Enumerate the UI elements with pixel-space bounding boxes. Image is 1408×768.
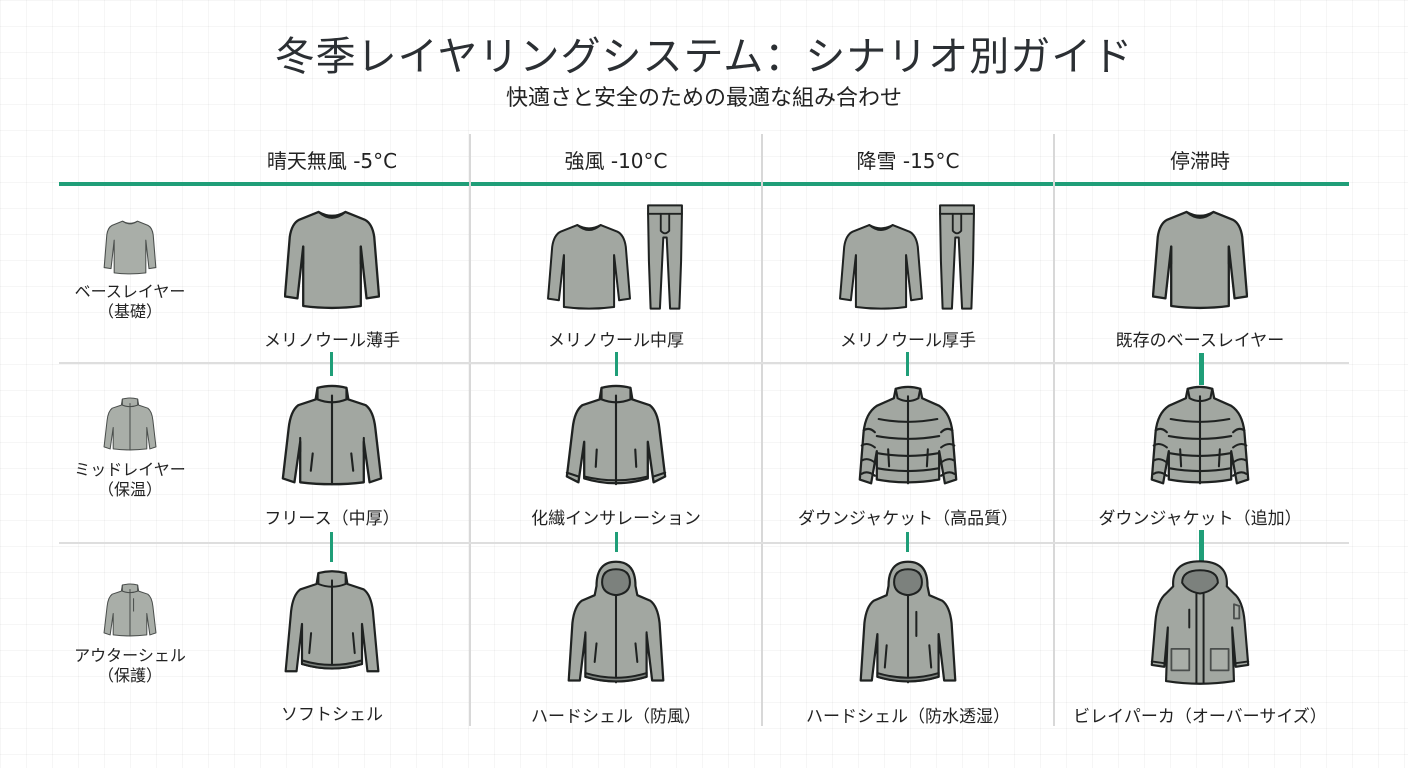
layer-name: ベースレイヤー bbox=[74, 282, 186, 301]
layer-connector bbox=[330, 532, 333, 562]
page-title: 冬季レイヤリングシステム：シナリオ別ガイド bbox=[274, 34, 1134, 80]
row-divider bbox=[59, 542, 1349, 544]
long-sleeve-shirt-icon bbox=[102, 218, 158, 276]
leggings-icon bbox=[642, 202, 688, 312]
layer-sub: （基礎） bbox=[97, 302, 162, 321]
garment-label: ビレイパーカ（オーバーサイズ） bbox=[1073, 707, 1327, 727]
garment-label: メリノウール中厚 bbox=[548, 331, 684, 351]
cell-outer-strong-wind: ハードシェル（防風） bbox=[470, 556, 762, 727]
shell-jacket-icon bbox=[102, 582, 158, 640]
down-jacket-icon bbox=[856, 384, 960, 490]
garment-label: 既存のベースレイヤー bbox=[1115, 331, 1285, 351]
layer-sub: （保温） bbox=[97, 480, 162, 499]
cell-base-stationary: 既存のベースレイヤー bbox=[1054, 200, 1346, 351]
cell-outer-snowfall: ハードシェル（防水透湿） bbox=[762, 556, 1054, 727]
long-sleeve-shirt-icon bbox=[544, 220, 634, 312]
garment-label: ハードシェル（防風） bbox=[531, 707, 701, 727]
leggings-icon bbox=[934, 202, 980, 312]
layer-label-base: ベースレイヤー （基礎） bbox=[40, 218, 220, 322]
layer-label-outer: アウターシェル （保護） bbox=[40, 582, 220, 686]
garment-label: ソフトシェル bbox=[281, 705, 383, 725]
cell-base-clear-calm: メリノウール薄手 bbox=[186, 200, 478, 351]
scenario-header-clear-calm: 晴天無風 -5°C bbox=[266, 149, 398, 173]
softshell-jacket-icon bbox=[282, 568, 382, 680]
cell-outer-clear-calm: ソフトシェル bbox=[186, 566, 478, 725]
row-divider bbox=[59, 362, 1349, 364]
cell-mid-stationary: ダウンジャケット（追加） bbox=[1054, 378, 1346, 529]
garment-label: メリノウール薄手 bbox=[264, 331, 400, 351]
header-accent-rule bbox=[59, 182, 1349, 186]
scenario-header-snowfall: 降雪 -15°C bbox=[856, 149, 960, 173]
layer-connector-emphasis bbox=[1199, 530, 1204, 566]
layer-name: ミッドレイヤー bbox=[74, 460, 186, 479]
layer-connector bbox=[330, 352, 333, 376]
page-subtitle: 快適さと安全のための最適な組み合わせ bbox=[505, 86, 902, 111]
long-sleeve-shirt-icon bbox=[1152, 206, 1248, 312]
belay-parka-icon bbox=[1146, 556, 1254, 690]
garment-label: メリノウール厚手 bbox=[840, 331, 976, 351]
column-divider bbox=[761, 134, 763, 726]
fleece-jacket-icon bbox=[278, 384, 386, 490]
cell-mid-strong-wind: 化繊インサレーション bbox=[470, 378, 762, 529]
down-jacket-icon bbox=[1148, 384, 1252, 490]
layer-connector-emphasis bbox=[1199, 353, 1204, 385]
hooded-hardshell-icon bbox=[857, 556, 959, 690]
garment-label: フリース（中厚） bbox=[264, 509, 400, 529]
scenario-header-stationary: 停滞時 bbox=[1170, 149, 1230, 173]
scenario-header-strong-wind: 強風 -10°C bbox=[564, 149, 668, 173]
garment-label: 化繊インサレーション bbox=[531, 509, 701, 529]
layer-name: アウターシェル bbox=[74, 646, 186, 665]
synthetic-insulated-jacket-icon bbox=[563, 384, 669, 490]
layer-connector bbox=[615, 352, 618, 376]
hooded-hardshell-icon bbox=[565, 556, 667, 690]
zip-jacket-icon bbox=[102, 396, 158, 454]
column-divider bbox=[1053, 134, 1055, 726]
layer-label-mid: ミッドレイヤー （保温） bbox=[40, 396, 220, 500]
cell-mid-clear-calm: フリース（中厚） bbox=[186, 378, 478, 529]
layer-connector bbox=[615, 532, 618, 552]
long-sleeve-shirt-icon bbox=[836, 220, 926, 312]
layer-connector bbox=[906, 352, 909, 376]
garment-label: ハードシェル（防水透湿） bbox=[806, 707, 1010, 727]
cell-base-snowfall: メリノウール厚手 bbox=[762, 200, 1054, 351]
garment-label: ダウンジャケット（追加） bbox=[1098, 509, 1302, 529]
cell-base-strong-wind: メリノウール中厚 bbox=[470, 200, 762, 351]
layer-sub: （保護） bbox=[97, 666, 162, 685]
cell-outer-stationary: ビレイパーカ（オーバーサイズ） bbox=[1054, 556, 1346, 727]
layer-connector bbox=[906, 532, 909, 552]
column-divider bbox=[469, 134, 471, 726]
garment-label: ダウンジャケット（高品質） bbox=[797, 509, 1019, 529]
cell-mid-snowfall: ダウンジャケット（高品質） bbox=[762, 378, 1054, 529]
long-sleeve-shirt-icon bbox=[284, 206, 380, 312]
